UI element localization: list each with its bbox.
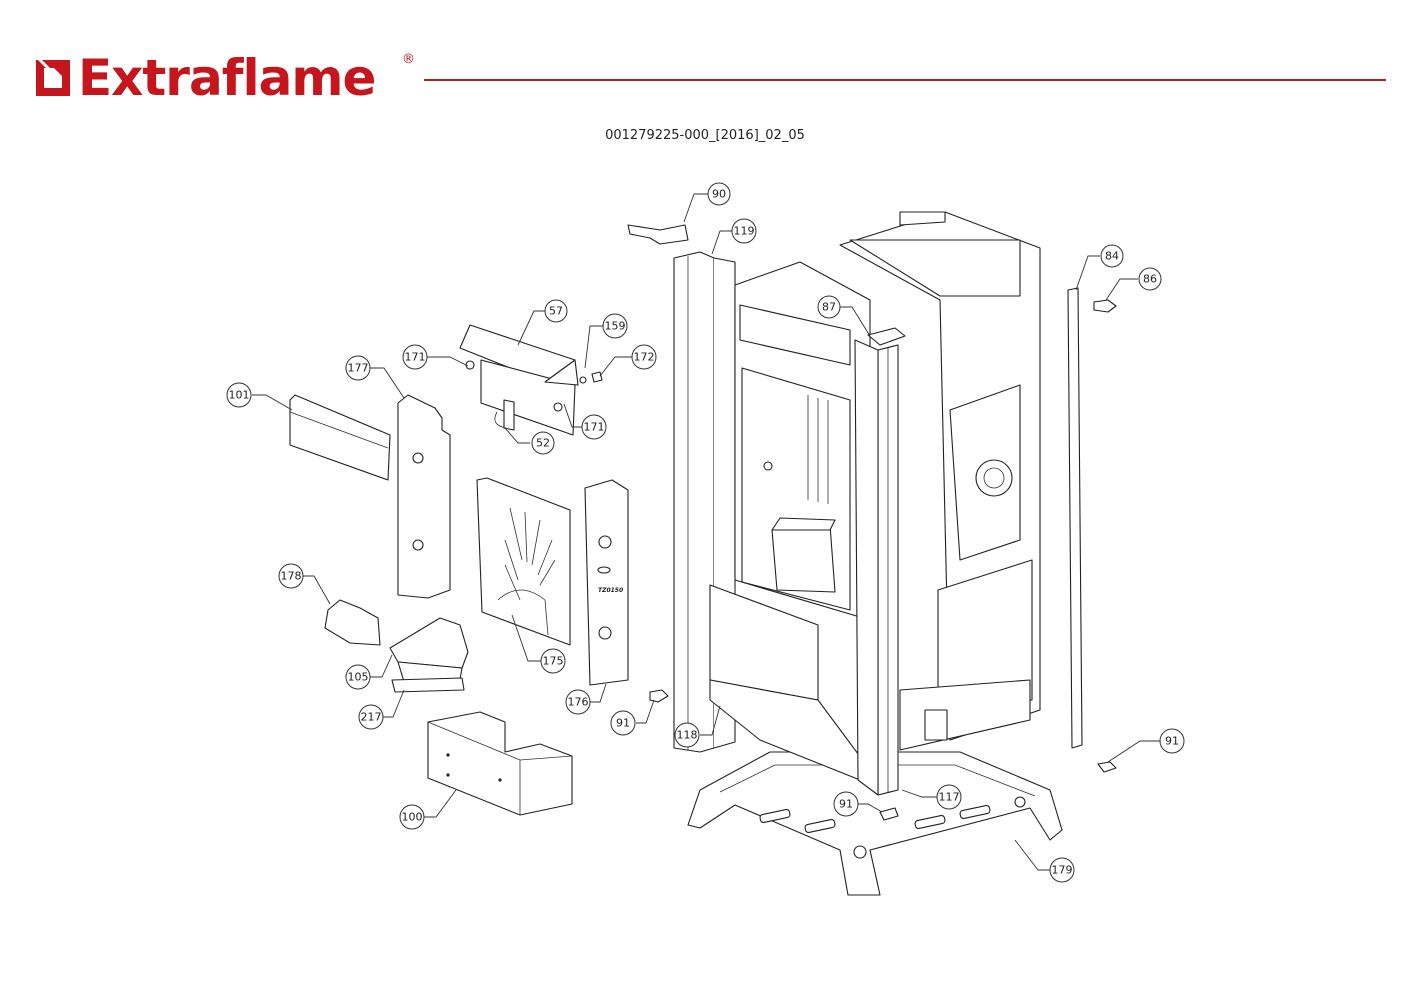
svg-text:177: 177	[348, 362, 369, 375]
part-left-liner	[397, 394, 451, 599]
callout-118: 118	[674, 722, 700, 748]
registered-mark: ®	[402, 52, 415, 67]
callout-177: 177	[345, 355, 371, 381]
parts-drawing	[289, 211, 1117, 896]
svg-text:176: 176	[568, 696, 589, 709]
part-ash-drawer	[427, 711, 573, 816]
callout-86: 86	[1138, 267, 1162, 291]
svg-text:91: 91	[616, 717, 630, 730]
callout-101: 101	[226, 382, 252, 408]
svg-text:91: 91	[839, 798, 853, 811]
svg-text:100: 100	[402, 811, 423, 824]
svg-text:57: 57	[549, 305, 563, 318]
svg-text:217: 217	[361, 711, 382, 724]
callout-171-left: 171	[402, 344, 428, 370]
callout-172: 172	[631, 344, 657, 370]
document-code: 001279225-000_[2016]_02_05	[605, 128, 805, 143]
part-stove-body	[709, 211, 1041, 796]
callout-91-right: 91	[1159, 728, 1185, 754]
part-upper-baffle	[289, 394, 391, 481]
svg-text:172: 172	[634, 351, 655, 364]
svg-text:175: 175	[543, 655, 564, 668]
part-firewall-plate	[476, 477, 571, 646]
plate-marking: TZ0150	[598, 587, 623, 594]
callout-84: 84	[1100, 244, 1124, 268]
svg-text:118: 118	[677, 729, 698, 742]
part-brazier	[389, 617, 469, 693]
svg-text:101: 101	[229, 389, 250, 402]
part-base-frame	[687, 751, 1063, 896]
part-hinge-plate	[867, 327, 906, 346]
svg-text:119: 119	[734, 225, 755, 238]
part-clip-left	[649, 689, 669, 703]
callout-119: 119	[731, 218, 757, 244]
part-upper-clip	[1093, 299, 1117, 313]
callout-159: 159	[602, 313, 628, 339]
callout-171-right: 171	[581, 414, 607, 440]
callout-105: 105	[345, 664, 371, 690]
callout-91-base: 91	[833, 791, 859, 817]
part-right-upright	[1067, 287, 1083, 749]
svg-text:52: 52	[536, 437, 550, 450]
callout-87: 87	[817, 295, 841, 319]
callout-178: 178	[278, 563, 304, 589]
svg-text:171: 171	[405, 351, 426, 364]
callout-57: 57	[544, 299, 568, 323]
svg-text:178: 178	[281, 570, 302, 583]
svg-text:86: 86	[1143, 273, 1157, 286]
callout-90: 90	[707, 182, 731, 206]
svg-text:105: 105	[348, 671, 369, 684]
brand-logo: Extraflame	[34, 49, 376, 107]
callout-91-left: 91	[610, 710, 636, 736]
leader-lines	[252, 193, 1160, 871]
svg-text:91: 91	[1165, 735, 1179, 748]
part-deflector-assembly	[459, 324, 603, 436]
part-top-bracket	[627, 224, 689, 245]
part-right-liner	[584, 479, 629, 686]
svg-text:159: 159	[605, 320, 626, 333]
svg-text:117: 117	[939, 791, 960, 804]
part-clip-right	[1097, 761, 1117, 773]
svg-text:179: 179	[1052, 864, 1073, 877]
callout-117: 117	[936, 784, 962, 810]
part-clip-base	[879, 807, 899, 821]
brand-name: Extraflame	[78, 49, 376, 107]
callout-52: 52	[531, 431, 555, 455]
part-burner-cover	[324, 599, 381, 646]
callout-100: 100	[399, 804, 425, 830]
callout-179: 179	[1049, 857, 1075, 883]
extraflame-logo-icon	[36, 56, 70, 96]
svg-text:84: 84	[1105, 250, 1119, 263]
svg-text:171: 171	[584, 421, 605, 434]
header-rule	[424, 79, 1386, 81]
callout-175: 175	[540, 648, 566, 674]
svg-text:87: 87	[822, 301, 836, 314]
callout-176: 176	[565, 689, 591, 715]
svg-text:90: 90	[712, 188, 726, 201]
callout-217: 217	[358, 704, 384, 730]
